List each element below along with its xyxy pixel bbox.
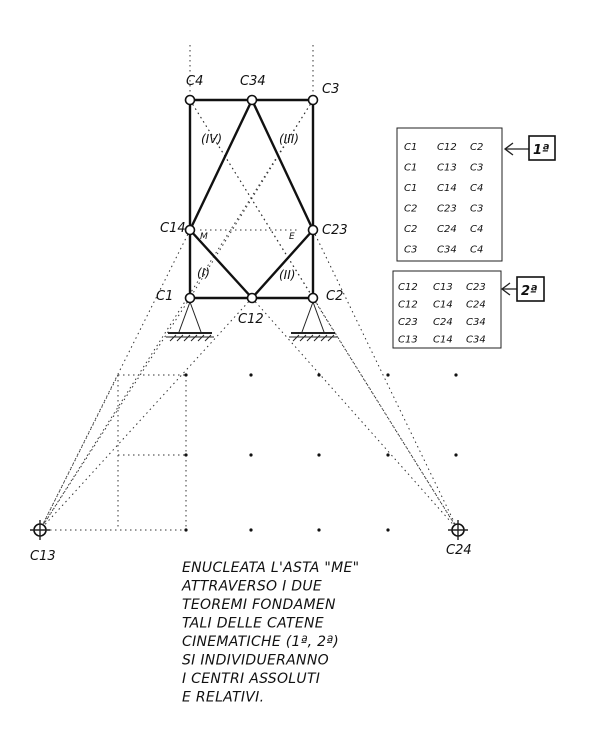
table_first-cell: C1 (404, 142, 417, 153)
region-i: (I) (197, 266, 210, 280)
note-line: CINEMATICHE (1ª, 2ª) (182, 634, 339, 650)
tag-first: 1ª (533, 143, 549, 158)
table_second-cell: C23 (398, 317, 418, 328)
label-c24: C24 (446, 543, 472, 558)
table_second-cell: C13 (398, 335, 418, 346)
hinge-c12 (246, 292, 258, 304)
grid-dots (184, 373, 458, 532)
region-labels: (IV) (III) (I) (II) (197, 132, 299, 282)
table_first-cell: C4 (470, 245, 483, 256)
table_second-cell: C13 (433, 282, 453, 293)
member-c23-c12 (250, 228, 315, 300)
support-right (289, 301, 337, 342)
table_first-cell: C13 (437, 163, 457, 174)
table_first-cell: C2 (404, 204, 417, 215)
table_first-cell: C23 (437, 204, 457, 215)
table_first-cell: C14 (437, 183, 457, 194)
label-point-m: M (200, 232, 208, 242)
table_second-cell: C34 (466, 335, 486, 346)
table_first-cell: C2 (470, 142, 483, 153)
table_second-cell: C24 (433, 317, 453, 328)
table_first-cell: C24 (437, 224, 457, 235)
table_second-cell: C14 (433, 300, 453, 311)
table_second-cell: C23 (466, 282, 486, 293)
hinge-c13 (30, 520, 50, 540)
table_second-cell: C12 (398, 300, 418, 311)
hinge-c24 (448, 520, 468, 540)
node-labels: C4 C34 C3 C14 C23 C1 C12 C2 C13 C24 M E (30, 74, 472, 564)
table_first-cell: C3 (404, 245, 417, 256)
hinge-c2 (307, 292, 319, 304)
hinges (30, 94, 468, 540)
hinge-c3 (307, 94, 319, 106)
table_second-cell: C24 (466, 300, 486, 311)
member-c14-c12 (188, 228, 254, 300)
table_first-cell: C2 (404, 224, 417, 235)
label-point-e: E (289, 232, 295, 242)
label-c13: C13 (30, 549, 56, 564)
region-ii: (II) (279, 268, 295, 282)
hinge-c14 (184, 224, 196, 236)
label-c23: C23 (322, 223, 348, 238)
note-line: TALI DELLE CATENE (182, 616, 324, 632)
table_first-cell: C1 (404, 183, 417, 194)
label-c12: C12 (238, 312, 264, 327)
table_first-cell: C1 (404, 163, 417, 174)
table_first-cell: C4 (470, 183, 483, 194)
construction-lines (39, 45, 459, 531)
note-line: E RELATIVI. (182, 690, 264, 706)
hinge-c23 (307, 224, 319, 236)
note-line: I CENTRI ASSOLUTI (182, 671, 320, 687)
table_first-cell: C3 (470, 204, 483, 215)
table_second-cell: C12 (398, 282, 418, 293)
table_first-cell: C3 (470, 163, 483, 174)
table_second-cell: C34 (466, 317, 486, 328)
table_first-cell: C34 (437, 245, 457, 256)
tag-second: 2ª (521, 284, 537, 299)
region-iii: (III) (279, 132, 299, 146)
table_first-cell: C4 (470, 224, 483, 235)
hinge-c1 (184, 292, 196, 304)
note-line: TEOREMI FONDAMEN (182, 597, 336, 613)
support-left (166, 301, 214, 342)
label-c2: C2 (326, 289, 343, 304)
region-iv: (IV) (201, 132, 222, 146)
hinge-c4 (184, 94, 196, 106)
table_second-cell: C14 (433, 335, 453, 346)
structure-members (188, 98, 315, 300)
label-c34: C34 (240, 74, 266, 89)
member-c34-c23 (250, 98, 315, 232)
label-c14: C14 (160, 221, 186, 236)
label-c3: C3 (322, 82, 339, 97)
note-line: ATTRAVERSO I DUE (181, 579, 322, 595)
label-c4: C4 (186, 74, 203, 89)
note-line: ENUCLEATA L'ASTA "ME" (182, 560, 359, 576)
member-c34-c14 (188, 98, 254, 232)
table_first-cell: C12 (437, 142, 457, 153)
explanatory-note: ENUCLEATA L'ASTA "ME" ATTRAVERSO I DUE TEO… (181, 560, 359, 706)
label-c1: C1 (156, 289, 173, 304)
note-line: SI INDIVIDUERANNO (182, 653, 329, 669)
hinge-c34 (246, 94, 258, 106)
